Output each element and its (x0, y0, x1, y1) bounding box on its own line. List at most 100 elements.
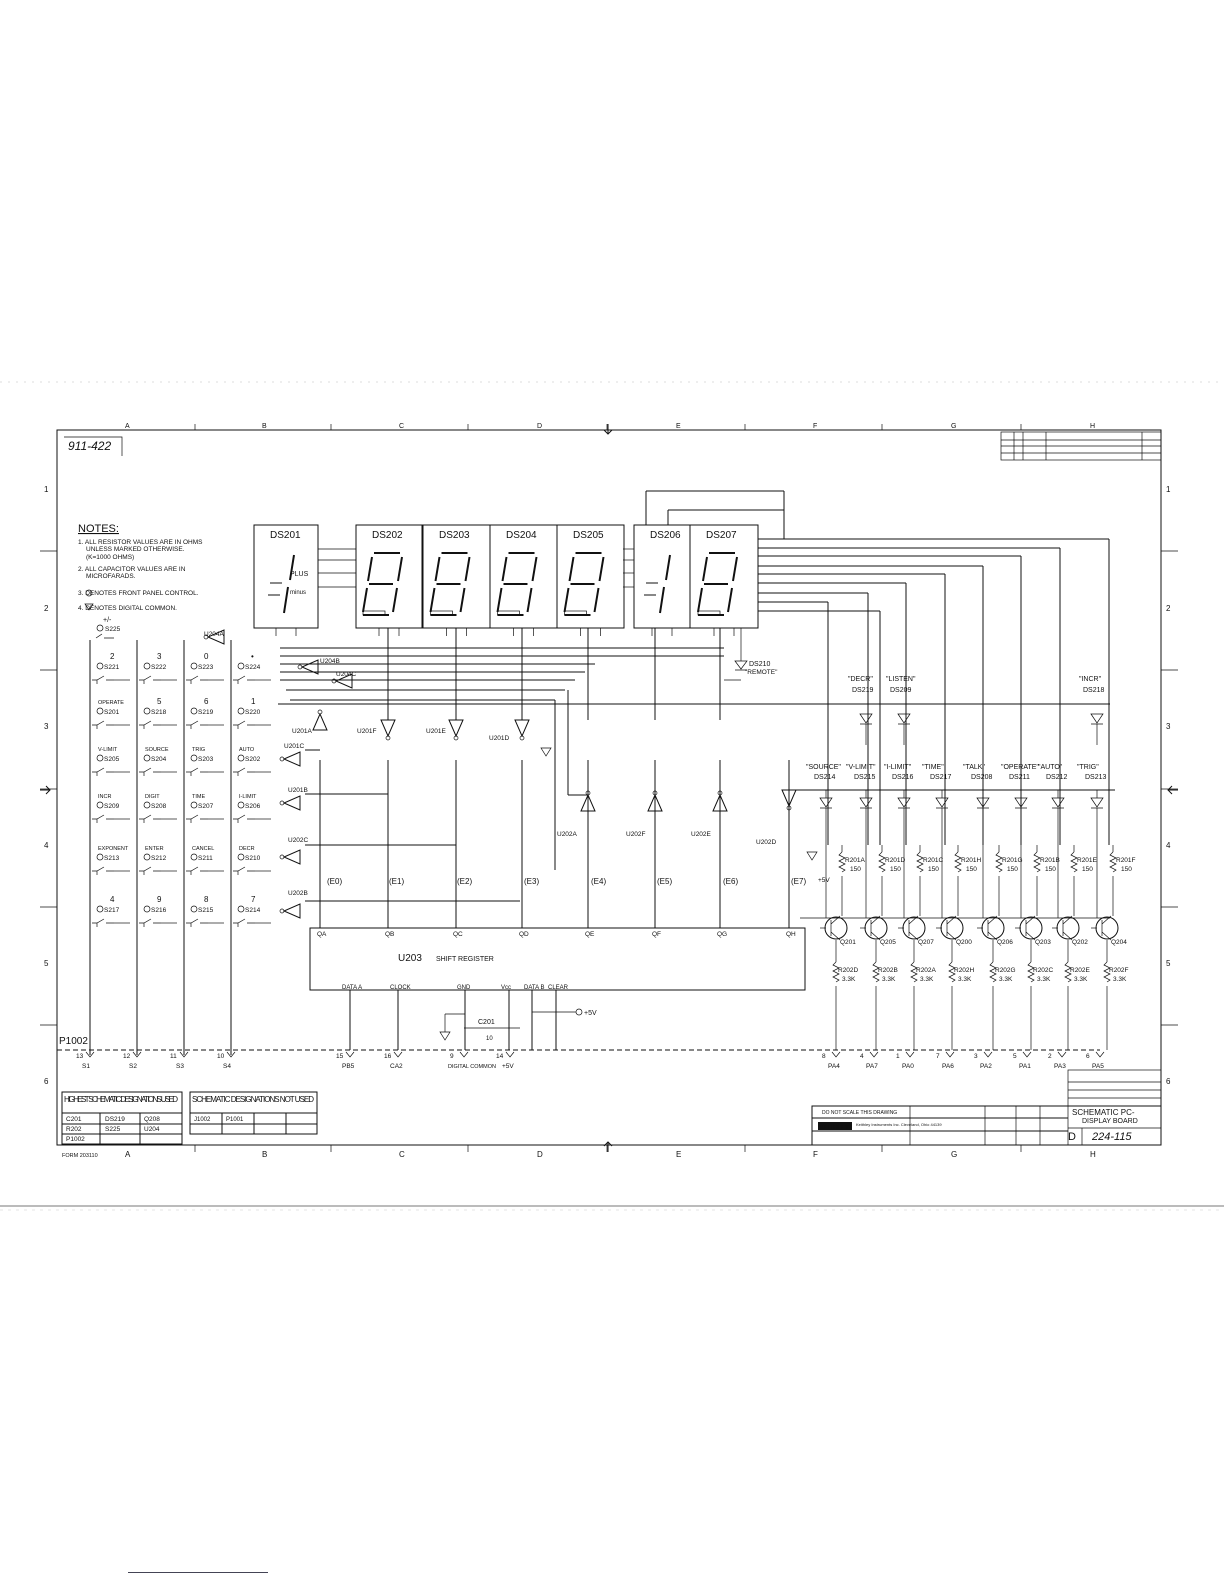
pin-number: 9 (450, 1053, 454, 1060)
pin-signal: PA6 (942, 1063, 954, 1070)
key-label-trig: TRIG (192, 747, 205, 753)
notused-table-title: SCHEMATIC DESIGNATIONS NOT USED (192, 1095, 314, 1104)
digital-common-icon (439, 1031, 451, 1041)
switch-contact (186, 720, 208, 729)
display-ds204: DS204 (489, 524, 558, 636)
pin-number: 16 (384, 1053, 392, 1060)
switch-icon (190, 707, 198, 715)
key-label-3: 3 (157, 652, 162, 661)
transistor-icon (940, 916, 964, 940)
led-ref: DS214 (814, 774, 836, 781)
gate-ref: U202D (756, 839, 777, 846)
table-cell: R202 (66, 1126, 82, 1133)
pin-signal: S3 (176, 1063, 184, 1070)
switch-icon (190, 853, 198, 861)
grid-col-bottom: C (399, 1150, 405, 1159)
sr-output-label: QB (385, 931, 394, 938)
resistor-value: 3.3K (1037, 976, 1051, 983)
switch-contact (186, 814, 208, 823)
grid-row-right: 6 (1166, 1077, 1171, 1086)
resistor-icon (832, 961, 840, 983)
pin-number: 5 (1013, 1053, 1017, 1060)
display-plus-label: PLUS (290, 571, 309, 578)
key-ref: S203 (198, 756, 214, 763)
transistor-icon (1095, 916, 1119, 940)
vcc-terminal-icon (575, 1008, 583, 1016)
switch-contact (92, 918, 114, 927)
transistor-icon (902, 916, 926, 940)
display-body (689, 524, 759, 629)
display-ref: DS201 (270, 530, 301, 541)
key-label-enter: ENTER (145, 846, 164, 852)
note-line: 3. DENOTES FRONT PANEL CONTROL. (78, 590, 199, 597)
key-ref: S202 (245, 756, 261, 763)
resistor-value: 150 (890, 866, 901, 873)
connector-ref: P1002 (59, 1036, 88, 1047)
key-label-decr: DECR (239, 846, 255, 852)
driver-section: "DECR"DS219"LISTEN"DS209"INCR"DS218"SOUR… (795, 676, 1136, 1050)
sr-input-label: CLEAR (548, 985, 569, 991)
company-logo: KEITHLEY (820, 1125, 849, 1131)
gate-group: U204AU204BU204CU201AU201CU201BU202CU202B… (203, 629, 818, 919)
grid-col-top: B (262, 423, 267, 430)
pin-arrow-icon (905, 1051, 915, 1058)
gate-ref: U204A (204, 631, 225, 638)
resistor-ref: R202F (1109, 967, 1129, 974)
display-ref: DS202 (372, 530, 403, 541)
key-ref: S223 (198, 664, 214, 671)
display-ref: DS207 (706, 530, 737, 541)
sr-output-label: QF (652, 931, 661, 938)
resistor-icon (995, 851, 1003, 873)
key-ref: S224 (245, 664, 261, 671)
led-top-ref: DS218 (1083, 687, 1105, 694)
transistor-ref: Q204 (1111, 939, 1127, 946)
switch-contact (92, 720, 114, 729)
table-cell: Q208 (144, 1116, 160, 1123)
pin-number: 3 (974, 1053, 978, 1060)
transistor-ref: Q201 (840, 939, 856, 946)
key-label-2: 2 (110, 652, 115, 661)
switch-icon (190, 754, 198, 762)
key-ref: S215 (198, 907, 214, 914)
table-cell: J1002 (194, 1117, 211, 1123)
gate-ref: U204C (336, 671, 357, 678)
sr-output-label: QC (453, 931, 463, 938)
pin-arrow-icon (505, 1051, 515, 1058)
seven-segment-digit (697, 552, 738, 616)
pin-number: 6 (1086, 1053, 1090, 1060)
key-ref: S209 (104, 803, 120, 810)
switch-icon (190, 662, 198, 670)
display-ds202: DS202 (355, 524, 423, 636)
display-ref: DS203 (439, 530, 470, 541)
sr-input-label: CLOCK (390, 985, 411, 991)
display-ref: DS204 (506, 530, 537, 541)
resistor-value: 150 (1007, 866, 1018, 873)
title-block: DO NOT SCALE THIS DRAWINGKEITHLEYKeithle… (811, 1069, 1162, 1146)
key-ref: S201 (104, 709, 120, 716)
resistor-value: 150 (1121, 866, 1132, 873)
key-label-ilimit: I-LIMIT (239, 794, 257, 800)
switch-contact (92, 814, 114, 823)
pin-arrow-icon (1095, 1051, 1105, 1058)
led-top-ref: DS209 (890, 687, 912, 694)
display-ref: DS206 (650, 530, 681, 541)
switch-icon (237, 801, 245, 809)
table-cell: U204 (144, 1126, 160, 1133)
sign-segment (644, 582, 658, 596)
gate-ref: U201B (288, 787, 308, 794)
switch-contact (139, 866, 161, 875)
led-label: "AUTO" (1038, 764, 1063, 771)
pin-signal: PA3 (1054, 1063, 1066, 1070)
led-icon (935, 797, 949, 809)
pin-signal: PA5 (1092, 1063, 1104, 1070)
key-ref: S217 (104, 907, 120, 914)
led-label: "I-LIMIT" (884, 764, 912, 771)
switch-contact (233, 675, 255, 684)
key-label-0: 0 (204, 652, 209, 661)
resistor-ref: R201G (1002, 857, 1023, 864)
pin-signal: PA2 (980, 1063, 992, 1070)
